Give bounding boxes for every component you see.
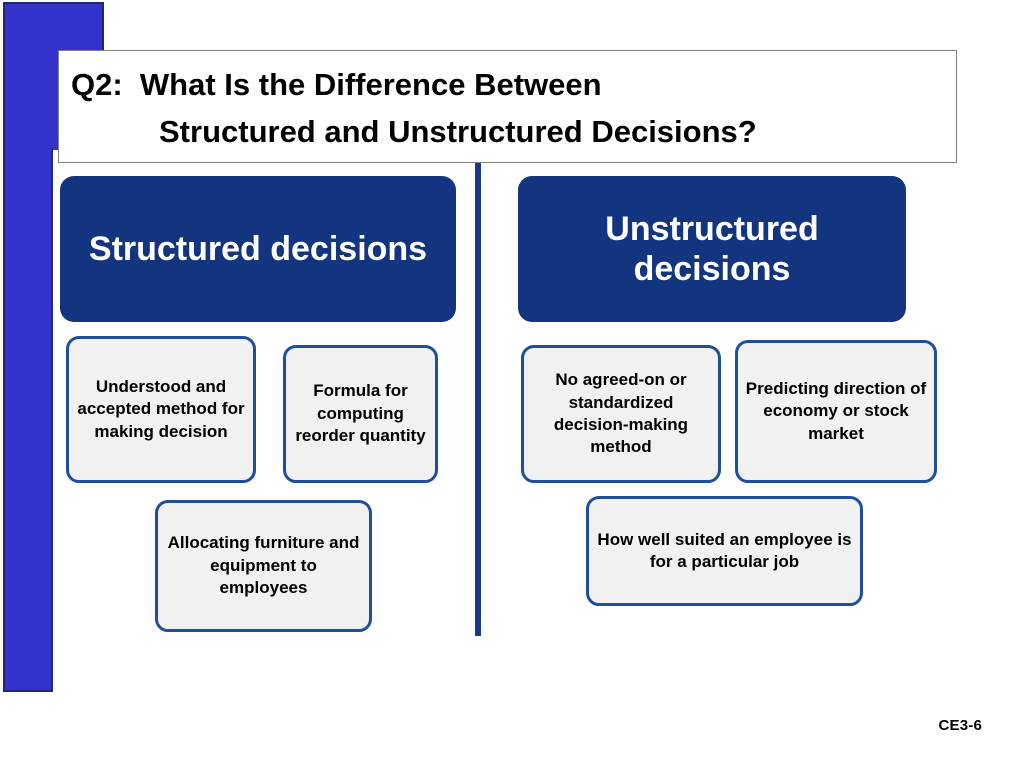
slide-title-box: Q2: What Is the Difference Between Struc…	[58, 50, 957, 163]
column-header-structured: Structured decisions	[60, 176, 456, 322]
decorative-blue-bar-joint	[5, 140, 51, 156]
slide-title-line-1: Q2: What Is the Difference Between	[71, 67, 602, 102]
item-box-understood: Understood and accepted method for makin…	[66, 336, 256, 483]
slide-footer-code: CE3-6	[938, 717, 982, 734]
decorative-blue-bar-tail	[3, 148, 53, 692]
item-box-how-well-suited: How well suited an employee is for a par…	[586, 496, 863, 606]
item-box-no-agreed-on: No agreed-on or standardized decision-ma…	[521, 345, 721, 483]
column-divider-line	[475, 163, 481, 636]
slide-title-line-2: Structured and Unstructured Decisions?	[159, 114, 757, 149]
item-box-predicting: Predicting direction of economy or stock…	[735, 340, 937, 483]
item-box-formula: Formula for computing reorder quantity	[283, 345, 438, 483]
item-box-allocating: Allocating furniture and equipment to em…	[155, 500, 372, 632]
column-header-unstructured: Unstructured decisions	[518, 176, 906, 322]
